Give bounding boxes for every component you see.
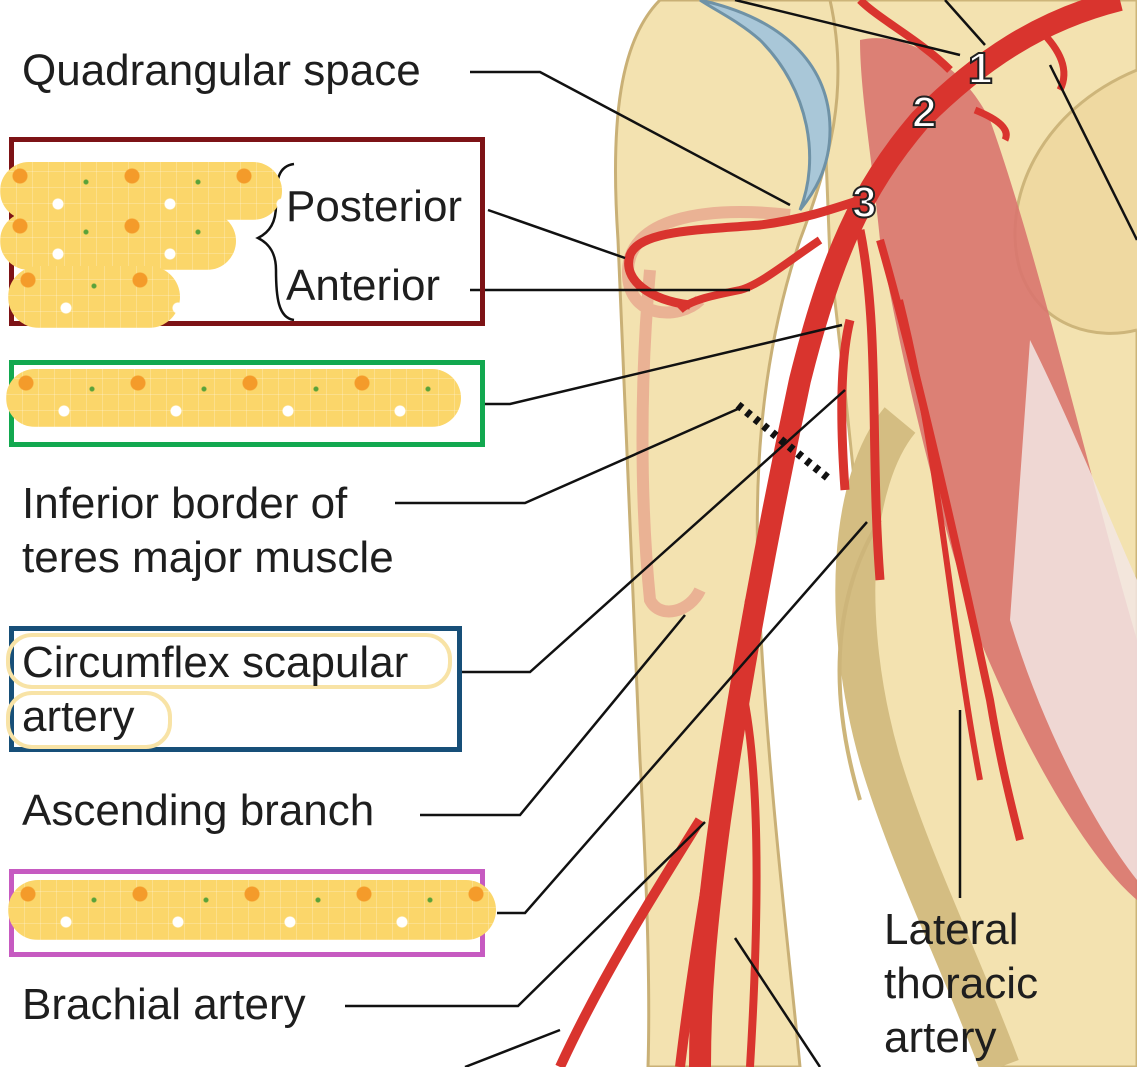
label-inferior-border-2: teres major muscle [22, 533, 394, 582]
artery-branch-posterior [624, 195, 862, 310]
part-number-3: 3 [851, 177, 878, 228]
profunda-branch [736, 679, 761, 1067]
leader-bottom-right [733, 937, 822, 1067]
label-quadrangular-space: Quadrangular space [22, 46, 421, 95]
annotation-box-blue [9, 626, 462, 752]
glenoid-cartilage [699, 0, 832, 211]
label-inferior-border-1: Inferior border of [22, 479, 348, 528]
inferior-border-dashes [735, 401, 831, 482]
label-anterior: Anterior [286, 261, 441, 310]
leader-posterior [487, 208, 626, 260]
label-posterior: Posterior [286, 182, 463, 231]
leader-top-1a [734, 0, 961, 57]
part-number-2: 2 [911, 87, 938, 138]
thoracodorsal-branch [855, 229, 885, 581]
leader-ascending [420, 614, 686, 817]
leader-pink [497, 521, 868, 915]
leader-green [485, 323, 843, 406]
sticker-cover [6, 369, 461, 427]
rib-curve-2 [835, 407, 1019, 1067]
upper-branch-2 [1037, 27, 1068, 92]
upper-branch-3 [973, 106, 1010, 142]
leader-brachial [345, 821, 706, 1008]
axillary-artery [689, 0, 1123, 1067]
label-lateral-2: thoracic [884, 959, 1039, 1008]
brachial-artery-branch-2 [555, 817, 705, 1067]
leader-top-right [1048, 64, 1137, 241]
part-number-1: 1 [967, 43, 994, 94]
leader-top-1b [944, 0, 986, 46]
sticker-cover [8, 880, 496, 940]
label-circumflex-2: artery [22, 692, 135, 741]
label-lateral-1: Lateral [884, 905, 1019, 954]
label-ascending-branch: Ascending branch [22, 786, 375, 835]
lateral-thoracic-branch-2 [897, 299, 983, 781]
highlight-oval [6, 633, 452, 689]
highlight-oval [6, 691, 172, 749]
sticker-cover [0, 212, 236, 270]
sticker-cover [0, 162, 282, 220]
leader-inferior [395, 406, 741, 505]
muscle-tendon [1010, 340, 1137, 880]
leader-circumflex [462, 389, 846, 674]
label-circumflex-1: Circumflex scapular [22, 638, 409, 687]
upper-branch-1 [857, 0, 953, 73]
label-brachial-artery: Brachial artery [22, 980, 306, 1029]
leader-quadrangular [470, 70, 791, 207]
label-lateral-3: artery [884, 1013, 997, 1062]
rib-curve-3 [837, 518, 882, 801]
leader-bottom-left [464, 1028, 561, 1067]
sticker-cover [8, 266, 180, 328]
